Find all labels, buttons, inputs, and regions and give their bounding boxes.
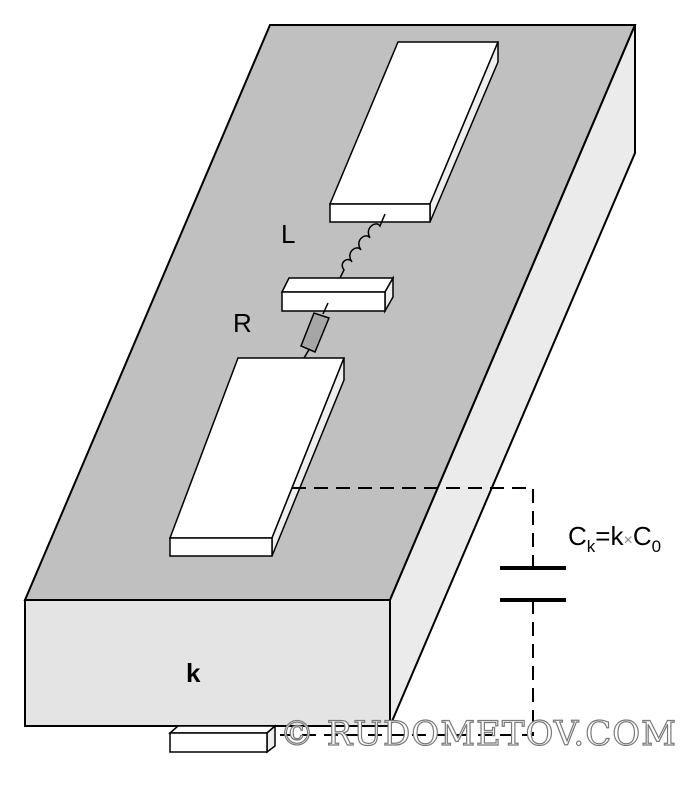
resistor-element: [300, 302, 330, 359]
upper-electrode: [328, 41, 500, 223]
substrate-front-face: [24, 599, 391, 727]
dielectric-substrate: [23, 24, 637, 727]
watermark: © RUDOMETOV.COM: [280, 714, 677, 754]
dielectric-label: k: [186, 658, 201, 688]
resistor-label: R: [233, 308, 252, 338]
bottom-electrode: [168, 724, 277, 754]
inductor-coil: [339, 213, 386, 279]
lower-electrode: [168, 357, 346, 557]
capacitance-formula: Ck=k×C0: [568, 521, 661, 556]
middle-electrode: [280, 275, 395, 314]
inductor-label: L: [281, 219, 295, 249]
capacitor-wire-bottom: [275, 600, 534, 736]
capacitor-wire-top: [292, 487, 534, 568]
capacitor-circuit: [275, 487, 566, 736]
